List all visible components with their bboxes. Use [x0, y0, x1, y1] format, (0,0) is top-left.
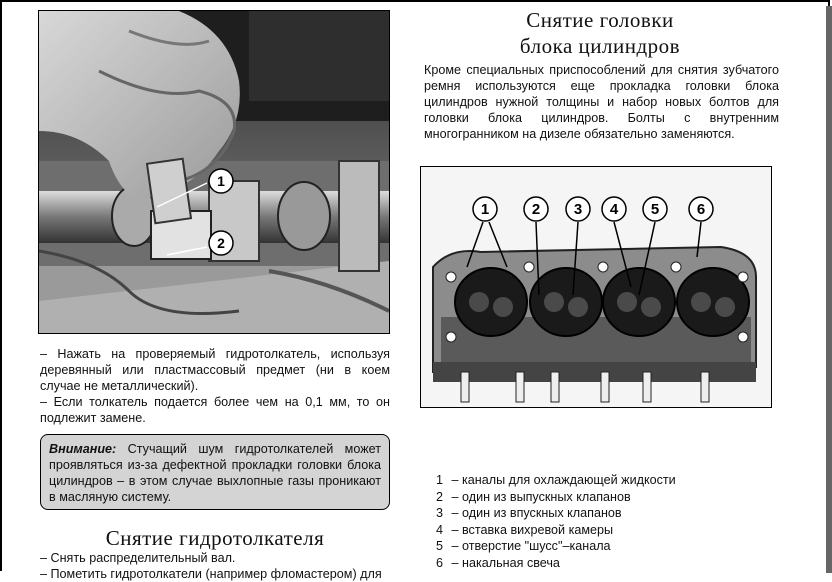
svg-text:2: 2	[532, 201, 540, 218]
title-line1: Снятие головки	[526, 8, 674, 32]
svg-text:1: 1	[481, 201, 489, 218]
step-press-tappet: – Нажать на проверяемый гидротолкатель, …	[40, 347, 390, 393]
title-line2: блока цилиндров	[519, 34, 681, 58]
legend-item: 2 – один из выпускных клапанов	[436, 489, 631, 504]
page-shadow	[826, 6, 832, 573]
callout-1: 1	[472, 196, 498, 222]
svg-text:1: 1	[217, 173, 225, 189]
callout-1: 1	[208, 168, 234, 194]
callout-5: 5	[642, 196, 668, 222]
legend-item: 3 – один из впускных клапанов	[436, 506, 622, 521]
subtitle-remove-tappet: Снятие гидротолкателя	[105, 526, 325, 550]
callout-4: 4	[601, 196, 627, 222]
legend-item: 6 – накальная свеча	[436, 555, 560, 570]
svg-text:6: 6	[697, 201, 705, 218]
photo-hydraulic-tappet: 1 2	[38, 10, 390, 334]
warning-label: Внимание:	[49, 442, 117, 456]
svg-text:3: 3	[574, 201, 582, 218]
step-replace-tappet: – Если толкатель подается более чем на 0…	[40, 395, 390, 425]
photo-cylinder-head: 1 2 3 4 5 6	[420, 166, 772, 408]
legend-item: 4 – вставка вихревой камеры	[436, 522, 614, 537]
warning-text: Стучащий шум гидротолкателей может прояв…	[49, 442, 381, 504]
svg-text:2: 2	[217, 235, 225, 251]
step-mark-tappets: – Пометить гидротолкатели (например флом…	[40, 567, 382, 581]
step-remove-camshaft: – Снять распределительный вал.	[40, 551, 236, 565]
callout-2: 2	[523, 196, 549, 222]
legend-item: 1 – каналы для охлаждающей жидкости	[436, 473, 676, 487]
intro-paragraph: Кроме специальных приспособлений для сня…	[424, 63, 779, 141]
callout-3: 3	[565, 196, 591, 222]
warning-box: Внимание: Стучащий шум гидротолкателей м…	[40, 434, 390, 510]
photo-legend: 1 – каналы для охлаждающей жидкости 2 – …	[436, 472, 796, 572]
svg-text:4: 4	[610, 201, 619, 218]
callout-2: 2	[208, 230, 234, 256]
legend-item: 5 – отверстие "шусс"–канала	[436, 539, 611, 554]
callout-6: 6	[688, 196, 714, 222]
svg-text:5: 5	[651, 201, 659, 218]
